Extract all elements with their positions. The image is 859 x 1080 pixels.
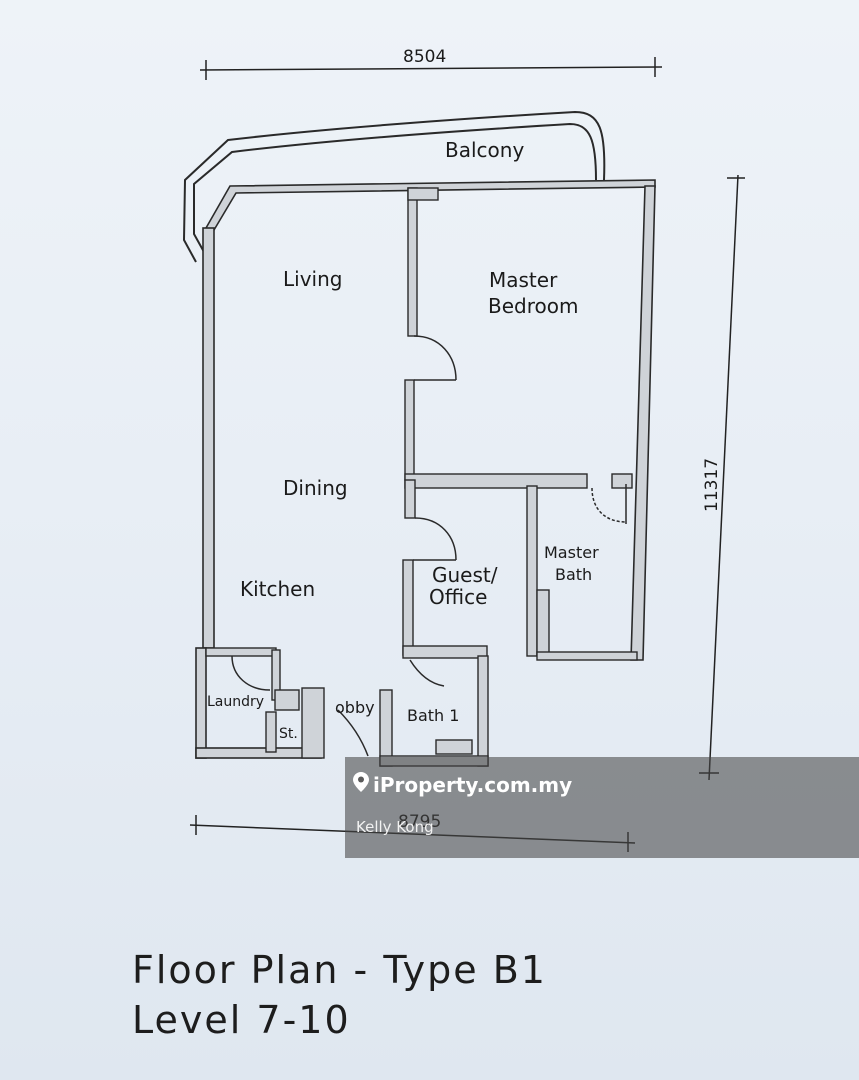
kitchen-label: Kitchen <box>240 577 315 601</box>
interior-walls <box>205 187 638 767</box>
watermark-logo: iProperty.com.my <box>353 772 572 797</box>
laundry-label: Laundry <box>207 694 264 710</box>
lobby-label: obby <box>335 698 375 717</box>
floor-plan-title: Floor Plan - Type B1 <box>132 948 547 992</box>
master-bedroom-label-line1: Master <box>489 268 558 292</box>
top-dimension-label: 8504 <box>403 47 446 67</box>
master-bath-label-line1: Master <box>544 543 599 562</box>
map-pin-icon <box>353 772 369 797</box>
bath1-label: Bath 1 <box>407 706 459 725</box>
dining-label: Dining <box>283 476 348 500</box>
balcony-label: Balcony <box>445 138 524 162</box>
right-dimension-label: 11317 <box>702 458 722 512</box>
watermark-brand: iProperty.com.my <box>373 772 573 797</box>
floor-plan-level: Level 7-10 <box>132 998 351 1042</box>
exterior-walls <box>195 179 656 759</box>
balcony-outline <box>182 110 606 263</box>
master-bath-label-line2: Bath <box>555 565 592 584</box>
master-bedroom-label-line2: Bedroom <box>488 294 578 318</box>
store-label: St. <box>279 726 298 742</box>
top-dimension-line <box>199 57 663 80</box>
watermark-agent: Kelly Kong <box>356 818 434 836</box>
watermark-bar <box>345 757 859 858</box>
guest-office-label-line2: Office <box>429 585 487 609</box>
living-label: Living <box>283 267 342 291</box>
door-swings <box>231 335 627 757</box>
guest-office-label-line1: Guest/ <box>432 563 498 587</box>
